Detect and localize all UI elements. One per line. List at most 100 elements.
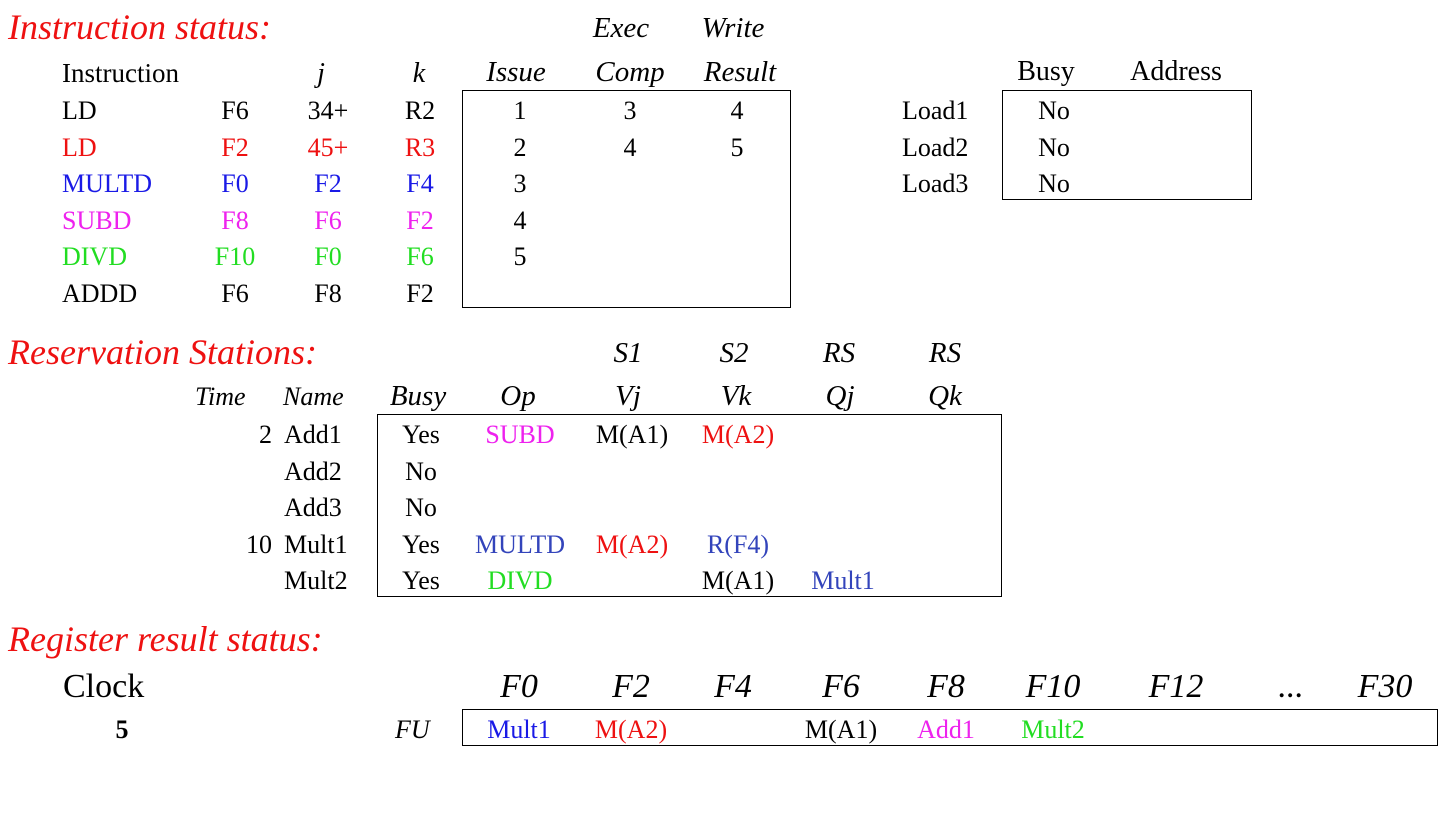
- instruction-k: F6: [406, 242, 434, 272]
- register-name: F10: [1025, 668, 1081, 705]
- load-buffer-name: Load1: [902, 96, 969, 125]
- instruction-k: R3: [404, 132, 436, 162]
- rs-qj-header-top: RS: [822, 337, 856, 369]
- rs-name: Mult2: [284, 566, 348, 596]
- write-result-cycle: 5: [730, 132, 744, 162]
- reservation-stations-title: Reservation Stations:: [8, 332, 317, 372]
- qj-header: Qj: [825, 380, 855, 412]
- rs-time: 2: [259, 420, 272, 449]
- exec-complete-cycle: 4: [623, 132, 637, 162]
- rs-time: 10: [246, 529, 272, 559]
- clock-value: 5: [115, 715, 129, 744]
- load-buffers-box: [1002, 90, 1252, 200]
- register-name: F6: [822, 668, 860, 705]
- op-header: Op: [500, 380, 536, 412]
- instruction-dest: F6: [221, 96, 249, 125]
- instruction-status-box: [462, 90, 791, 308]
- issue-header: Issue: [486, 56, 546, 88]
- issue-cycle: 2: [513, 132, 527, 162]
- s2-header-top: S2: [719, 337, 749, 369]
- instruction-op: SUBD: [62, 205, 132, 235]
- rs-busy: No: [405, 456, 437, 486]
- reservation-stations-box: [377, 414, 1002, 597]
- register-status-box: [462, 709, 1438, 746]
- vj-header: Vj: [615, 380, 641, 412]
- rs-op: DIVD: [487, 566, 553, 596]
- instruction-j: F8: [314, 279, 342, 308]
- instruction-op: ADDD: [62, 279, 138, 308]
- rs-vk: R(F4): [706, 529, 770, 559]
- instruction-op: LD: [62, 96, 97, 125]
- rs-qk-header-top: RS: [928, 337, 962, 369]
- register-fu: M(A1): [804, 715, 878, 744]
- clock-label: Clock: [63, 668, 145, 705]
- issue-cycle: 1: [513, 96, 527, 125]
- instruction-j: 45+: [307, 132, 349, 162]
- rs-name: Add3: [284, 493, 342, 523]
- issue-cycle: 5: [513, 242, 527, 272]
- rs-op: SUBD: [485, 420, 555, 449]
- instruction-j: 34+: [307, 96, 349, 125]
- rs-name: Mult1: [284, 529, 348, 559]
- register-name: F0: [500, 668, 538, 705]
- register-name: F4: [714, 668, 752, 705]
- register-fu: Add1: [917, 715, 975, 744]
- rs-busy: Yes: [402, 529, 440, 559]
- rs-vk: M(A2): [701, 420, 775, 449]
- comp-header: Comp: [595, 56, 665, 88]
- write-header-top: Write: [701, 12, 765, 44]
- rs-name: Add1: [284, 420, 342, 449]
- instruction-dest: F0: [221, 169, 249, 199]
- k-header: k: [412, 58, 426, 89]
- instruction-dest: F2: [221, 132, 249, 162]
- j-header: j: [317, 58, 325, 89]
- instruction-k: F2: [406, 279, 434, 308]
- register-name: F12: [1148, 668, 1204, 705]
- register-name: ...: [1278, 668, 1304, 705]
- exec-header-top: Exec: [592, 12, 650, 44]
- register-fu: M(A2): [594, 715, 668, 744]
- load-buffer-name: Load3: [902, 169, 969, 199]
- instruction-j: F2: [314, 169, 342, 199]
- issue-cycle: 3: [513, 169, 527, 199]
- instruction-k: R2: [404, 96, 436, 125]
- rs-op: MULTD: [474, 529, 566, 559]
- instruction-op: LD: [62, 132, 97, 162]
- load-address-header: Address: [1130, 56, 1222, 87]
- load-busy-header: Busy: [1017, 56, 1075, 87]
- vk-header: Vk: [720, 380, 752, 412]
- load-buffer-name: Load2: [902, 132, 969, 162]
- rs-vk: M(A1): [701, 566, 775, 596]
- qk-header: Qk: [928, 380, 962, 412]
- instruction-j: F6: [314, 205, 342, 235]
- instruction-k: F4: [406, 169, 434, 199]
- rs-vj: M(A1): [595, 420, 669, 449]
- instruction-header: Instruction: [62, 58, 179, 88]
- issue-cycle: 4: [513, 205, 527, 235]
- rs-qj: Mult1: [811, 566, 875, 596]
- instruction-k: F2: [406, 205, 434, 235]
- fu-label: FU: [395, 715, 430, 744]
- name-header: Name: [283, 382, 344, 411]
- register-fu: Mult1: [487, 715, 551, 744]
- rs-name: Add2: [284, 456, 342, 486]
- register-name: F2: [612, 668, 650, 705]
- instruction-j: F0: [314, 242, 342, 272]
- register-fu: Mult2: [1021, 715, 1085, 744]
- load-buffer-busy: No: [1038, 169, 1070, 199]
- load-buffer-busy: No: [1038, 96, 1070, 125]
- rs-vj: M(A2): [595, 529, 669, 559]
- instruction-dest: F10: [214, 242, 256, 272]
- rs-busy: No: [405, 493, 437, 523]
- instruction-status-title: Instruction status:: [8, 7, 272, 47]
- register-result-status-title: Register result status:: [8, 619, 323, 659]
- register-name: F30: [1357, 668, 1413, 705]
- result-header: Result: [703, 56, 777, 88]
- rs-busy: Yes: [402, 566, 440, 596]
- register-name: F8: [927, 668, 965, 705]
- load-buffer-busy: No: [1038, 132, 1070, 162]
- rs-busy: Yes: [402, 420, 440, 449]
- busy-header: Busy: [389, 380, 447, 412]
- instruction-dest: F6: [221, 279, 249, 308]
- instruction-op: MULTD: [62, 169, 153, 199]
